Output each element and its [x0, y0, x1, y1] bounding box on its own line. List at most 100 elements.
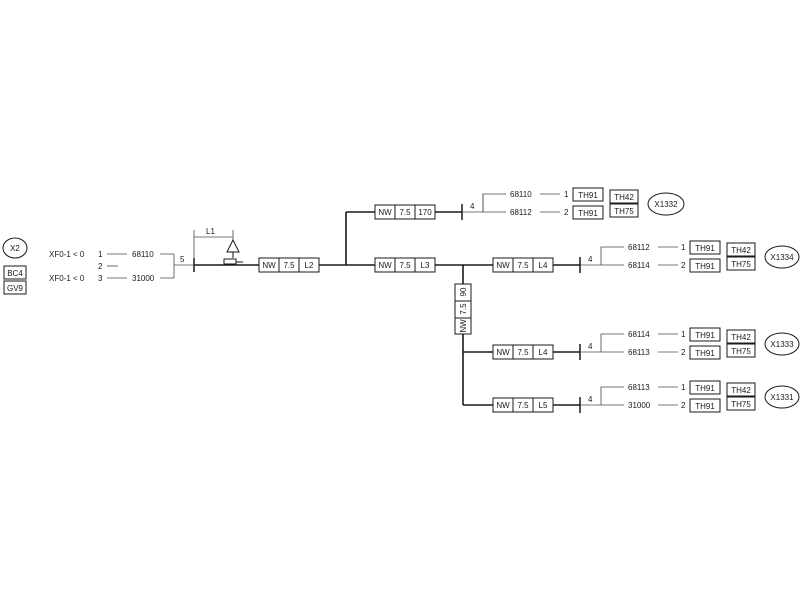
source-tag-box[interactable]: [3, 265, 27, 280]
length-label: L1: [206, 227, 215, 236]
source-wire-label: 31000: [132, 274, 155, 283]
source-tag-label: GV9: [7, 284, 24, 293]
terminal-wire: 68114: [628, 261, 650, 270]
terminal-tag: TH91: [695, 331, 715, 340]
source-pin: 3: [98, 274, 103, 283]
segment-part: L5: [539, 401, 548, 410]
segment-part: NW: [378, 208, 392, 217]
segment-box-l5[interactable]: NW 7.5 L5: [492, 397, 554, 413]
terminal-tag: TH75: [614, 207, 634, 216]
segment-part: 90: [459, 287, 468, 296]
terminal-ellipse-label: X1331: [770, 393, 794, 402]
terminal-tag-box[interactable]: [689, 398, 721, 413]
segment-part: 7.5: [517, 261, 529, 270]
source-bracket: [160, 253, 175, 279]
terminal-tag-box[interactable]: [726, 242, 756, 257]
segment-box-l3[interactable]: NW 7.5 L3: [374, 257, 436, 273]
source-conn-label: XF0-1 < 0: [49, 250, 85, 259]
segment-part: NW: [378, 261, 392, 270]
terminal-pin: 2: [681, 348, 686, 357]
terminal-wire: 68113: [628, 348, 650, 357]
source-pin: 2: [98, 262, 103, 271]
segment-part: L4: [539, 348, 548, 357]
terminal-wire: 68112: [628, 243, 650, 252]
terminal-tag-box[interactable]: [609, 189, 639, 204]
terminal-tag-box[interactable]: [726, 256, 756, 271]
terminal-tag: TH91: [695, 262, 715, 271]
terminal-tag: TH42: [614, 193, 634, 202]
l1-dimension: L1: [193, 227, 234, 258]
trunk-wires: [194, 211, 580, 406]
segment-part: 7.5: [517, 401, 529, 410]
segment-box-l4a[interactable]: NW 7.5 L4: [492, 257, 554, 273]
terminal-tag: TH91: [578, 191, 598, 200]
terminal-ellipse[interactable]: [764, 385, 800, 409]
terminal-tag-box[interactable]: [689, 380, 721, 395]
terminal-tag-box[interactable]: [726, 382, 756, 397]
segment-box-l4b[interactable]: NW 7.5 L4: [492, 344, 554, 360]
segment-box-l2[interactable]: NW 7.5 L2: [258, 257, 320, 273]
terminal-tag-box[interactable]: [572, 187, 604, 202]
segment-box-170[interactable]: NW 7.5 170: [374, 204, 436, 220]
terminal-x1331: 4 68113 1 TH91 31000 2 TH91 TH42 TH75 X1…: [579, 380, 800, 413]
terminal-tag-box[interactable]: [572, 205, 604, 220]
segment-part: NW: [496, 401, 510, 410]
terminal-ellipse-label: X1334: [770, 253, 794, 262]
terminal-tag-box[interactable]: [726, 396, 756, 411]
segment-part: 7.5: [399, 261, 411, 270]
segment-part: 7.5: [517, 348, 529, 357]
source-connector: X2 BC4 GV9 XF0-1 < 0 1 68110 2 XF0-1 < 0…: [2, 237, 195, 295]
terminal-tag: TH42: [731, 386, 751, 395]
source-tag-box[interactable]: [3, 280, 27, 295]
segment-part: 7.5: [283, 261, 295, 270]
source-conn-label: XF0-1 < 0: [49, 274, 85, 283]
splice-component[interactable]: [223, 238, 243, 265]
terminal-ellipse-label: X1332: [654, 200, 678, 209]
terminal-tag: TH75: [731, 400, 751, 409]
terminal-tag: TH91: [695, 402, 715, 411]
segment-box-90[interactable]: NW 7.5 90: [454, 283, 472, 335]
terminal-tag: TH91: [695, 384, 715, 393]
terminal-count: 4: [470, 202, 475, 211]
segment-part: L3: [421, 261, 430, 270]
terminal-count: 4: [588, 342, 593, 351]
terminal-x1332: 4 68110 1 TH91 68112 2 TH91 TH42 TH75 X1…: [461, 187, 685, 220]
terminal-ellipse-label: X1333: [770, 340, 794, 349]
segment-part: 170: [418, 208, 432, 217]
terminal-tag: TH91: [695, 349, 715, 358]
source-tag-label: BC4: [7, 269, 23, 278]
terminal-wire: 68113: [628, 383, 650, 392]
terminal-tag-box[interactable]: [689, 327, 721, 342]
terminal-tag: TH42: [731, 246, 751, 255]
terminal-tag-box[interactable]: [689, 345, 721, 360]
terminal-ellipse[interactable]: [647, 192, 685, 216]
terminal-count: 4: [588, 255, 593, 264]
terminal-x1333: 4 68114 1 TH91 68113 2 TH91 TH42 TH75 X1…: [579, 327, 800, 360]
segment-part: NW: [459, 319, 468, 333]
terminal-tag-box[interactable]: [609, 203, 639, 218]
segment-part: 7.5: [459, 303, 468, 315]
source-ellipse[interactable]: [2, 237, 28, 259]
segment-part: L2: [305, 261, 314, 270]
terminal-tag-box[interactable]: [726, 329, 756, 344]
terminal-ellipse[interactable]: [764, 332, 800, 356]
terminal-wire: 31000: [628, 401, 651, 410]
terminal-tag: TH42: [731, 333, 751, 342]
terminal-tag: TH91: [578, 209, 598, 218]
terminal-tag: TH75: [731, 260, 751, 269]
terminal-tag-box[interactable]: [689, 240, 721, 255]
source-ellipse-label: X2: [10, 244, 20, 253]
segment-part: NW: [496, 261, 510, 270]
terminal-ellipse[interactable]: [764, 245, 800, 269]
segment-part: L4: [539, 261, 548, 270]
terminal-tag: TH91: [695, 244, 715, 253]
terminal-wire: 68110: [510, 190, 532, 199]
terminal-count: 4: [588, 395, 593, 404]
terminal-pin: 1: [681, 383, 686, 392]
segment-part: NW: [262, 261, 276, 270]
terminal-pin: 2: [681, 261, 686, 270]
terminal-tag: TH75: [731, 347, 751, 356]
terminal-tag-box[interactable]: [689, 258, 721, 273]
terminal-tag-box[interactable]: [726, 343, 756, 358]
